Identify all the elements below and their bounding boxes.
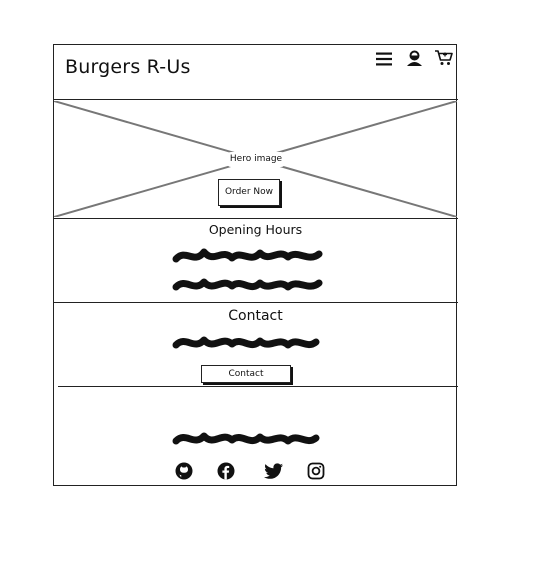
site-title[interactable]: Burgers R-Us	[65, 56, 191, 78]
hours-text-scribble	[172, 278, 323, 291]
order-now-button[interactable]: Order Now	[218, 179, 280, 206]
contact-divider	[58, 386, 458, 387]
hero-image-label: Hero image	[227, 152, 285, 167]
cart-icon[interactable]	[434, 49, 454, 67]
contact-heading: Contact	[228, 308, 283, 324]
contact-button[interactable]: Contact	[201, 365, 291, 383]
opening-hours-heading: Opening Hours	[208, 222, 303, 237]
hours-text-scribble	[172, 248, 323, 263]
account-icon[interactable]	[405, 49, 424, 68]
instagram-icon[interactable]	[307, 462, 325, 480]
footer-text-scribble	[172, 432, 320, 445]
github-icon[interactable]	[175, 462, 193, 480]
menu-icon[interactable]	[375, 51, 393, 67]
hours-divider	[54, 302, 458, 303]
hero-divider	[54, 218, 458, 219]
twitter-icon[interactable]	[264, 462, 284, 480]
facebook-icon[interactable]	[217, 462, 235, 480]
header-divider	[54, 99, 458, 100]
contact-text-scribble	[172, 336, 320, 349]
page-frame	[53, 44, 457, 486]
